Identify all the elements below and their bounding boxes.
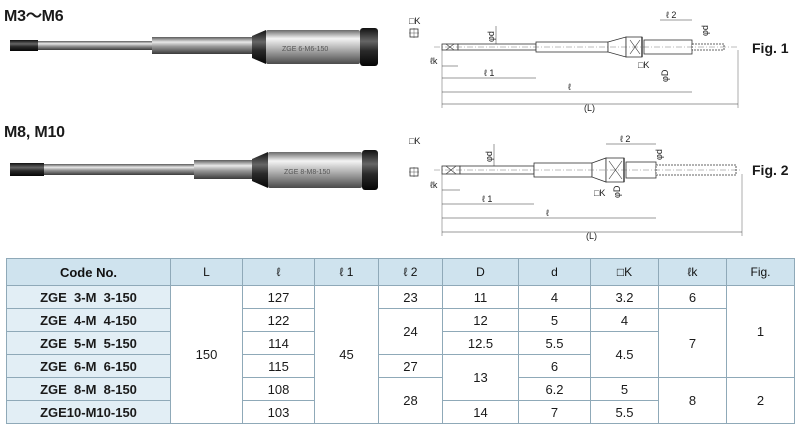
col-header-code: Code No. xyxy=(6,258,171,286)
table-row: ZGE 3-M 3-150 150 127 45 23 11 4 3.2 6 1 xyxy=(6,285,795,424)
cell-lk: 7 xyxy=(658,308,727,378)
col-header-fig: Fig. xyxy=(726,258,795,286)
table-row: ZGE 5-M 5-150 114 12.5 5.5 4.5 xyxy=(6,331,795,378)
cell-code: ZGE 6-M 6-150 xyxy=(6,354,171,378)
cell-l2: 24 xyxy=(378,308,443,355)
cell-l2: 27 xyxy=(378,354,443,378)
cell-l: 122 xyxy=(242,308,315,332)
dim-phi-d-small: φd xyxy=(700,25,710,36)
col-header-L: L xyxy=(170,258,243,286)
cell-code: ZGE10-M10-150 xyxy=(6,400,171,424)
cell-D: 14 xyxy=(442,400,519,424)
dim-square-k: □K xyxy=(409,136,420,146)
dim-l2: ℓ 2 xyxy=(620,134,630,144)
cell-d: 7 xyxy=(518,400,591,424)
dim-phi-d-small: φd xyxy=(654,149,664,160)
dim-phi-d: φd xyxy=(484,151,494,162)
spec-table: Code No. L ℓ ℓ 1 ℓ 2 D d □K ℓk Fig. ZGE … xyxy=(6,258,795,424)
cell-lk: 6 xyxy=(658,285,727,309)
cell-l2: 23 xyxy=(378,285,443,309)
col-header-l2: ℓ 2 xyxy=(378,258,443,286)
col-header-d: d xyxy=(518,258,591,286)
cell-K: 4.5 xyxy=(590,331,659,378)
cell-D: 12.5 xyxy=(442,331,519,355)
table-row: ZGE10-M10-150 103 14 7 5.5 xyxy=(6,400,795,424)
fig1-label: Fig. 1 xyxy=(752,40,789,56)
col-header-l1: ℓ 1 xyxy=(314,258,379,286)
table-header-row: Code No. L ℓ ℓ 1 ℓ 2 D d □K ℓk Fig. xyxy=(6,258,795,286)
col-header-l: ℓ xyxy=(242,258,315,286)
fig2-label: Fig. 2 xyxy=(752,162,789,178)
cell-D: 13 xyxy=(442,354,519,401)
dim-l: ℓ xyxy=(568,82,572,92)
cell-l2: 28 xyxy=(378,377,443,424)
dim-square-k-2: □K xyxy=(594,188,605,198)
cell-L: 150 xyxy=(170,285,243,424)
cell-K: 4 xyxy=(590,308,659,332)
table-row: ZGE 4-M 4-150 122 24 12 5 4 7 xyxy=(6,308,795,378)
cell-code: ZGE 5-M 5-150 xyxy=(6,331,171,355)
cell-l: 108 xyxy=(242,377,315,401)
dim-square-k: □K xyxy=(409,16,420,26)
col-header-lk: ℓk xyxy=(658,258,727,286)
col-header-K: □K xyxy=(590,258,659,286)
cell-code: ZGE 4-M 4-150 xyxy=(6,308,171,332)
dim-phi-big-d: φD xyxy=(612,185,622,198)
dim-phi-big-d: φD xyxy=(660,69,670,82)
cell-K: 5 xyxy=(590,377,659,401)
dim-square-k-2: □K xyxy=(638,60,649,70)
cell-d: 6.2 xyxy=(518,377,591,401)
dim-total-length: (L) xyxy=(584,103,595,113)
dim-l1: ℓ 1 xyxy=(484,68,494,78)
cell-d: 4 xyxy=(518,285,591,309)
cell-K: 5.5 xyxy=(590,400,659,424)
tool-photo-m8-m10: ZGE 8-M8-150 xyxy=(10,150,378,190)
cell-l1: 45 xyxy=(314,285,379,424)
cell-l: 114 xyxy=(242,331,315,355)
cell-fig: 2 xyxy=(726,377,795,424)
dim-lk: ℓk xyxy=(430,56,438,66)
dim-phi-d: φd xyxy=(486,31,496,42)
table-row: ZGE 8-M 8-150 108 28 6.2 5 8 2 xyxy=(6,377,795,424)
technical-drawing-fig1: □K φd ℓ 2 φd □K φD ℓk ℓ 1 ℓ (L) xyxy=(409,10,739,113)
cell-D: 12 xyxy=(442,308,519,332)
section-title-m3-m6: M3〜M6 xyxy=(4,8,64,25)
tool-photo-m3-m6: ZGE 6-M6-150 xyxy=(10,28,378,66)
cell-K: 3.2 xyxy=(590,285,659,309)
cell-lk: 8 xyxy=(658,377,727,424)
cell-D: 11 xyxy=(442,285,519,309)
cell-l: 103 xyxy=(242,400,315,424)
dim-l1: ℓ 1 xyxy=(482,194,492,204)
cell-d: 5.5 xyxy=(518,331,591,355)
cell-l: 127 xyxy=(242,285,315,309)
dim-total-length: (L) xyxy=(586,231,597,241)
cell-code: ZGE 3-M 3-150 xyxy=(6,285,171,309)
cell-code: ZGE 8-M 8-150 xyxy=(6,377,171,401)
cell-d: 6 xyxy=(518,354,591,378)
technical-drawing-fig2: □K φd ℓ 2 φd □K φD ℓk ℓ 1 ℓ (L) xyxy=(409,134,743,241)
dim-l2: ℓ 2 xyxy=(666,10,676,20)
dim-lk: ℓk xyxy=(430,180,438,190)
col-header-D: D xyxy=(442,258,519,286)
photo-engraving-2: ZGE 8-M8-150 xyxy=(284,169,330,176)
cell-d: 5 xyxy=(518,308,591,332)
dim-l: ℓ xyxy=(546,208,550,218)
cell-fig: 1 xyxy=(726,285,795,378)
section-title-m8-m10: M8, M10 xyxy=(4,124,65,141)
table-row: ZGE 6-M 6-150 115 27 13 6 xyxy=(6,354,795,401)
cell-l: 115 xyxy=(242,354,315,378)
photo-engraving: ZGE 6-M6-150 xyxy=(282,46,328,53)
